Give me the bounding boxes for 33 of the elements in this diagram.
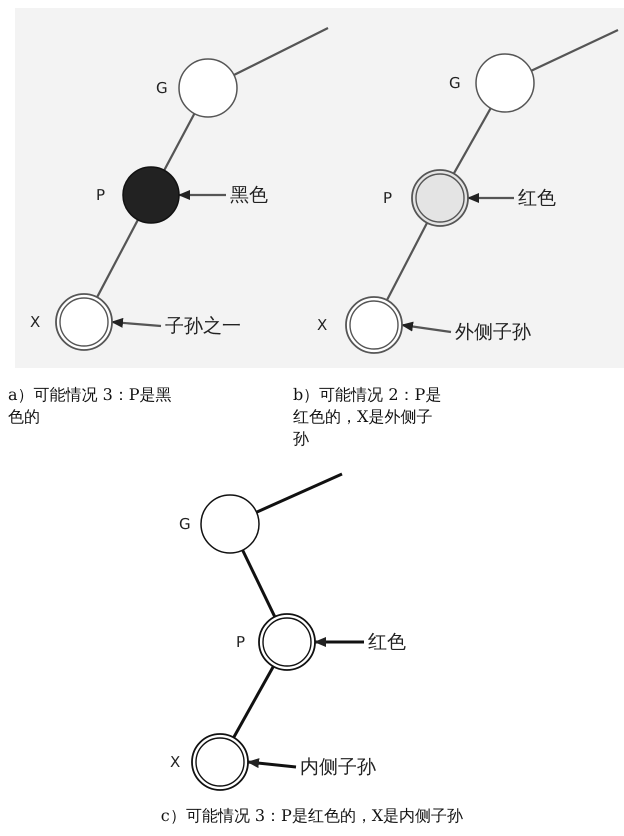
- annotation-label: 内侧子孙: [300, 755, 376, 779]
- pointer-arrow: [314, 637, 364, 647]
- node-letter: P: [383, 189, 392, 207]
- tree-edge: [386, 222, 428, 301]
- annotation-label: 外侧子孙: [455, 320, 531, 344]
- annotation-label: 红色: [518, 186, 556, 210]
- node-letter: P: [96, 186, 106, 204]
- tree-edge: [96, 219, 139, 298]
- node-letter: X: [317, 316, 328, 334]
- annotation-label: 黑色: [230, 183, 268, 207]
- tree-edge: [256, 472, 343, 514]
- annotation-label: 子孙之一: [165, 314, 241, 338]
- pointer-arrow: [401, 322, 452, 334]
- pointer-arrow: [178, 190, 226, 200]
- tree-edge: [163, 113, 196, 171]
- figure-caption: c）可能情况 3：P是红色的，X是内侧子孙: [160, 805, 464, 827]
- node-letter: G: [449, 74, 461, 92]
- node-letter: G: [179, 515, 191, 533]
- node-letter: G: [156, 79, 168, 97]
- pointer-arrow: [111, 318, 162, 328]
- pointer-arrow: [467, 193, 514, 203]
- node-letter: X: [30, 313, 40, 331]
- tree-edge: [232, 666, 275, 738]
- node-letter: X: [170, 753, 180, 771]
- figure-caption: b）可能情况 2：P是红色的，X是外侧子孙: [293, 384, 442, 450]
- node-letter: P: [236, 633, 246, 651]
- figure-caption: a）可能情况 3：P是黑色的: [8, 384, 173, 428]
- tree-edge: [452, 108, 492, 174]
- tree-edge: [530, 29, 618, 72]
- annotation-label: 红色: [368, 630, 406, 654]
- tree-edge: [241, 549, 276, 618]
- pointer-arrow: [247, 758, 296, 768]
- tree-edge: [233, 27, 328, 76]
